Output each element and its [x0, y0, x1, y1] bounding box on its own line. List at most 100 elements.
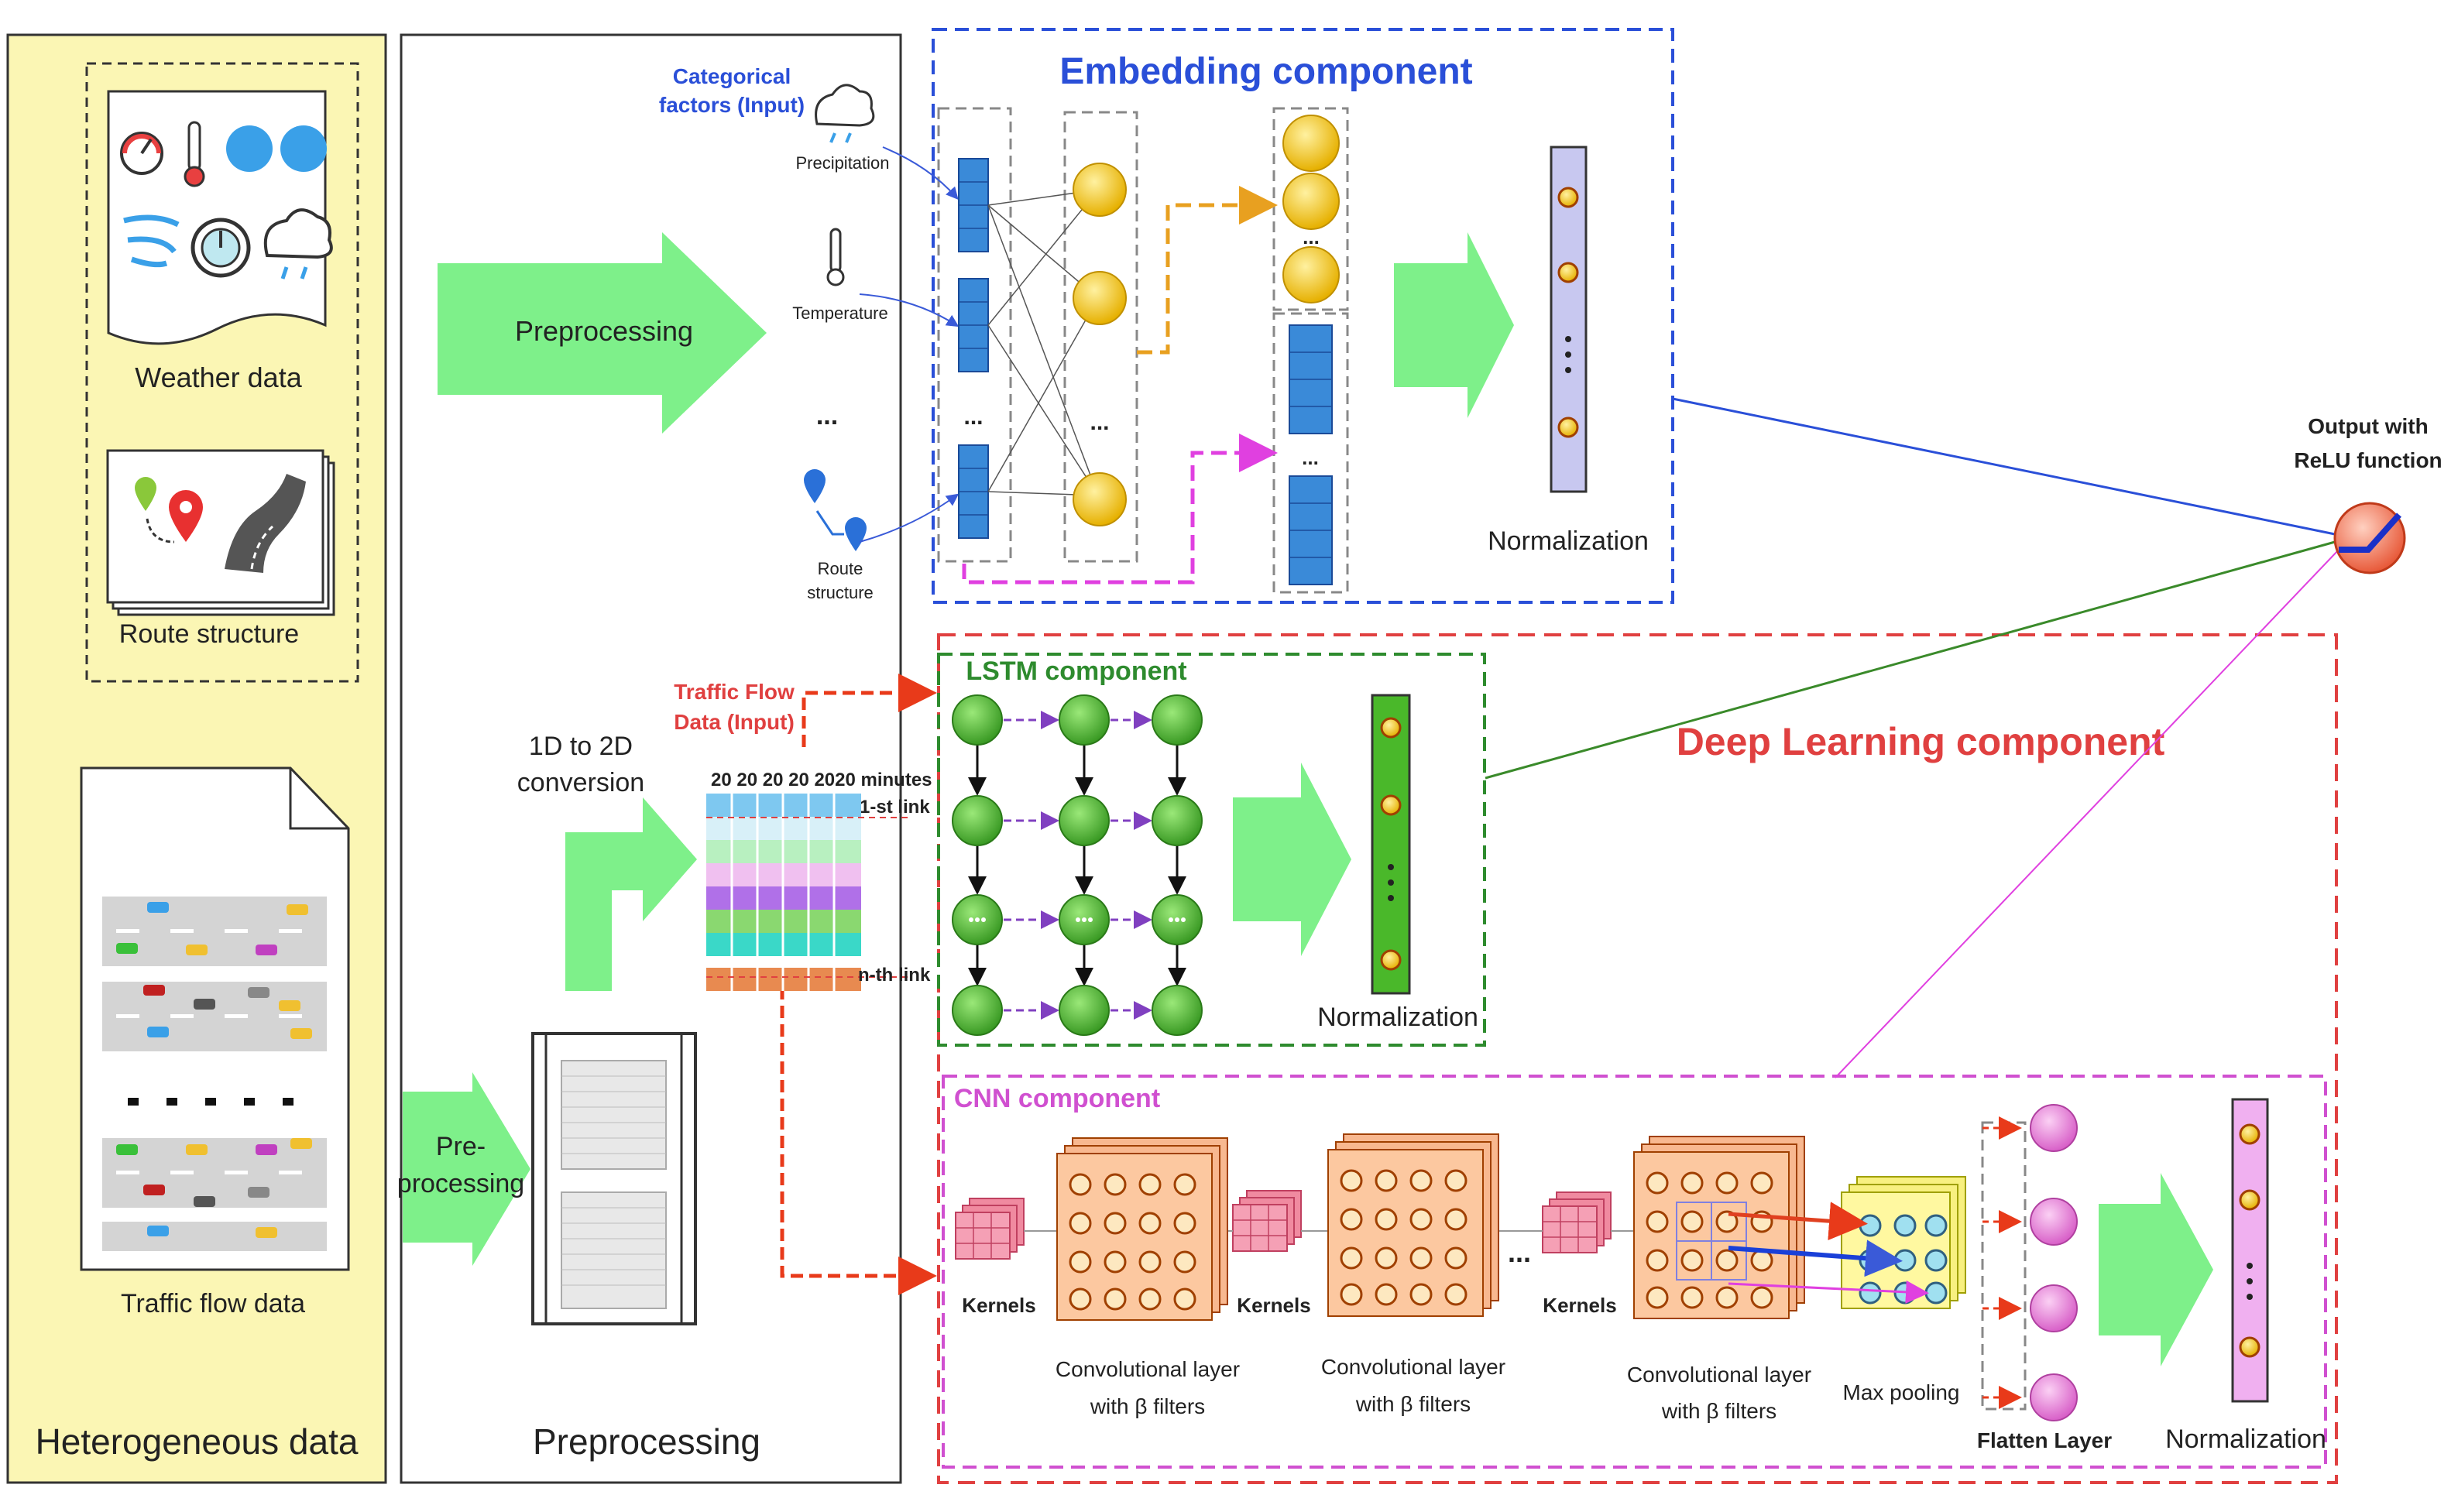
route-structure-card: Route structure	[106, 449, 335, 649]
conv-label-3a: Convolutional layer	[1627, 1363, 1811, 1387]
flatten-layer	[1981, 1104, 2078, 1421]
temperature-label: Temperature	[792, 303, 888, 323]
lstm-horizontal-links	[1004, 711, 1152, 1020]
wind-icon	[123, 214, 180, 268]
output-connections	[1485, 397, 2339, 1078]
lstm-node-dots	[969, 917, 1186, 922]
conv-label-1a: Convolutional layer	[1056, 1357, 1240, 1381]
lstm-green-arrow	[1233, 763, 1351, 956]
embedding-normalization-label: Normalization	[1488, 526, 1649, 556]
weather-data-label: Weather data	[135, 362, 302, 393]
relu-icon	[2339, 513, 2401, 553]
input-connections	[859, 146, 959, 543]
preprocessing-arrow-top: Preprocessing	[438, 232, 767, 434]
embedding-input-vectors: ...	[958, 158, 989, 539]
conversion-label-2: conversion	[517, 768, 644, 797]
rain-cloud-icon	[263, 208, 333, 279]
relu-output-node	[2333, 502, 2406, 574]
traffic-flow-data-label: Traffic flow data	[121, 1289, 305, 1318]
kernel-grid-3	[1542, 1191, 1612, 1253]
embedding-hidden-nodes: ...	[1073, 163, 1127, 526]
kernels-label-2: Kernels	[1237, 1294, 1310, 1317]
heterogeneous-panel: Weather data Route structure	[6, 33, 387, 1484]
lane-dots	[128, 1098, 294, 1106]
max-pooling-stack	[1841, 1176, 1966, 1309]
cnn-panel: CNN component Kernels Kernels Kernels ..…	[942, 1075, 2327, 1469]
lstm-vertical-links	[968, 745, 1186, 986]
data-sheet-icon	[531, 1032, 697, 1325]
route-label-1: Route	[818, 559, 863, 578]
map-pin-icon	[135, 477, 203, 543]
categorical-factors-label-1: Categorical	[673, 64, 791, 88]
conversion-arrow: 1D to 2D conversion	[517, 732, 697, 991]
car-icons	[116, 902, 312, 1238]
traffic-to-lstm-arrow	[802, 674, 937, 747]
conv-label-2a: Convolutional layer	[1321, 1355, 1505, 1379]
conv-label-3b: with β filters	[1661, 1399, 1776, 1423]
deep-learning-title: Deep Learning component	[1677, 720, 2165, 763]
route-pin-icon	[804, 469, 867, 551]
traffic-matrix	[706, 794, 910, 991]
conv-layer-3	[1633, 1136, 1805, 1319]
lstm-nodes	[952, 694, 1203, 1036]
road-icon	[225, 474, 306, 573]
lstm-normalization-label: Normalization	[1317, 1003, 1478, 1032]
traffic-lanes	[102, 897, 327, 1251]
preprocessing-arrow-bottom: Pre- processing	[397, 1072, 530, 1266]
lstm-panel: LSTM component	[937, 653, 1486, 1047]
conversion-label-1: 1D to 2D	[529, 732, 633, 761]
traffic-flow-label-2: Data (Input)	[674, 710, 795, 734]
embedding-panel: Embedding component ...	[859, 28, 1674, 604]
conv-label-2b: with β filters	[1355, 1392, 1471, 1416]
embedding-output-vectors: ...	[1289, 324, 1333, 585]
orange-path	[1137, 186, 1278, 355]
nth-link-label: n-th link	[858, 965, 931, 986]
magenta-path	[962, 434, 1278, 585]
flatten-layer-label: Flatten Layer	[1977, 1428, 2112, 1452]
kernel-grid-1	[955, 1198, 1025, 1260]
route-structure-label: Route structure	[119, 619, 299, 649]
inputs-ellipsis: ...	[816, 401, 838, 430]
output-label-2: ReLU function	[2294, 448, 2442, 472]
embedding-output-nodes: ...	[1282, 115, 1340, 303]
vector-ellipsis: ...	[963, 404, 983, 430]
kernel-grid-2	[1232, 1190, 1302, 1252]
cnn-title: CNN component	[954, 1084, 1160, 1113]
lstm-title: LSTM component	[966, 657, 1186, 686]
temperature-icon	[826, 228, 845, 286]
output-vector-ellipsis: ...	[1302, 446, 1319, 469]
thermometer-icon	[184, 121, 205, 187]
pool-arrow-blue	[1728, 1239, 1903, 1277]
preprocessing-arrow-top-label: Preprocessing	[515, 315, 693, 347]
conv-label-1b: with β filters	[1090, 1394, 1205, 1418]
weather-data-card: Weather data	[107, 90, 333, 393]
cnn-green-arrow	[2099, 1173, 2213, 1366]
output-ellipsis: ...	[1303, 225, 1320, 249]
preprocessing-title: Preprocessing	[533, 1421, 760, 1462]
barometer-icon	[191, 218, 251, 278]
route-label-2: structure	[807, 583, 874, 602]
heterogeneous-data-title: Heterogeneous data	[36, 1421, 359, 1462]
conv-layer-1	[1056, 1137, 1228, 1321]
output-label-1: Output with	[2308, 414, 2429, 438]
traffic-flow-input: Traffic Flow Data (Input) 20 20 20 20 20…	[674, 674, 937, 1295]
gauge-icon	[120, 132, 163, 175]
precipitation-label: Precipitation	[795, 153, 889, 173]
first-link-label: 1-st link	[860, 797, 930, 818]
embedding-green-arrow	[1394, 232, 1514, 418]
deep-learning-panel: Deep Learning component	[937, 633, 2338, 1484]
conv-layer-2	[1327, 1133, 1499, 1317]
cnn-ellipsis: ...	[1508, 1236, 1531, 1268]
cnn-normalization-label: Normalization	[2165, 1425, 2326, 1454]
hidden-ellipsis: ...	[1090, 410, 1109, 435]
traffic-flow-label-1: Traffic Flow	[674, 680, 795, 704]
preprocessing-arrow-bottom-label-1: Pre-	[436, 1132, 486, 1161]
precipitation-icon	[815, 84, 875, 143]
categorical-factors-label-2: factors (Input)	[659, 93, 805, 117]
minutes-header: 20 20 20 20 2020 minutes	[711, 770, 932, 790]
kernels-label-1: Kernels	[962, 1294, 1035, 1317]
traffic-to-cnn-arrow	[780, 987, 937, 1295]
lstm-normalization-column	[1371, 694, 1411, 995]
traffic-flow-data-card: Traffic flow data	[80, 766, 350, 1318]
